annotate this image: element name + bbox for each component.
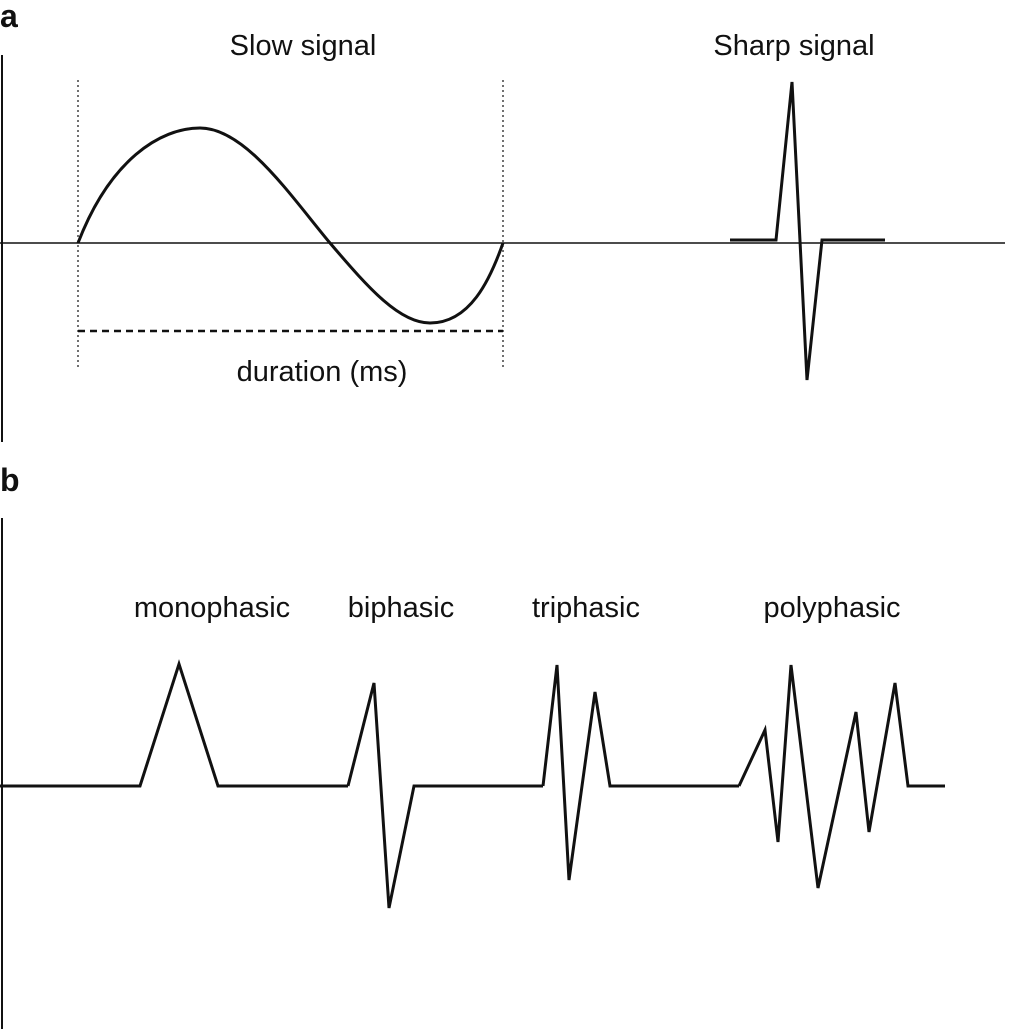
duration-label: duration (ms) [236, 356, 408, 388]
polyphasic-waveform [737, 664, 945, 889]
triphasic-label: triphasic [532, 592, 640, 624]
triphasic-waveform [541, 664, 739, 881]
panel-a-letter: a [0, 0, 18, 34]
polyphasic-label: polyphasic [763, 592, 901, 624]
biphasic-label: biphasic [347, 592, 455, 624]
biphasic-waveform [346, 682, 543, 909]
slow-signal-label: Slow signal [229, 30, 377, 62]
slow-signal-waveform [76, 126, 505, 325]
monophasic-label: monophasic [133, 592, 291, 624]
sharp-signal-label: Sharp signal [713, 30, 875, 62]
sharp-signal-waveform [730, 81, 885, 381]
panel-b-letter: b [0, 462, 20, 498]
monophasic-waveform [0, 659, 348, 788]
